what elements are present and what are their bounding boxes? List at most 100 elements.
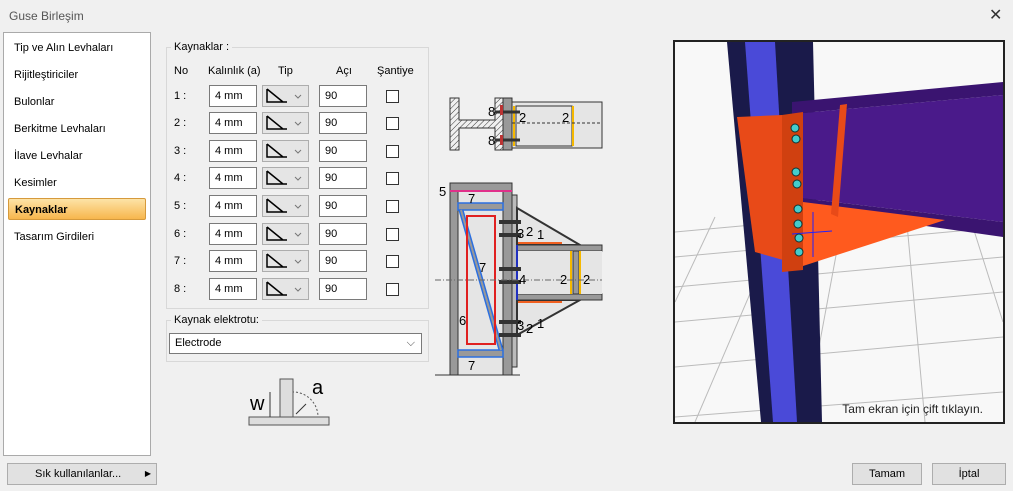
window-title: Guse Birleşim [9, 9, 84, 23]
sidebar-item-ilave[interactable]: İlave Levhalar [14, 150, 83, 162]
svg-text:1: 1 [537, 227, 544, 242]
weld-type-select[interactable] [262, 167, 309, 189]
weld-thickness-input[interactable]: 4 mm [209, 278, 257, 300]
weld-w-label: w [249, 393, 265, 415]
fillet-weld-icon [266, 281, 302, 296]
favorites-button[interactable]: Sık kullanılanlar... ▶ [7, 463, 157, 485]
sidebar-item-kaynaklar[interactable]: Kaynaklar [8, 198, 146, 220]
svg-text:2: 2 [526, 321, 533, 336]
weld-thickness-input[interactable]: 4 mm [209, 85, 257, 107]
svg-text:7: 7 [479, 260, 486, 275]
3d-view[interactable]: Tam ekran için çift tıklayın. [673, 40, 1005, 424]
header-type: Tip [278, 65, 293, 77]
connection-drawing: 8 8 2 2 5 7 7 6 7 3 2 1 4 2 2 3 2 1 [435, 97, 603, 376]
weld-thickness-input[interactable]: 4 mm [209, 195, 257, 217]
weld-row-no: 5 : [174, 200, 187, 212]
drawing-labels: 5 7 7 6 7 3 2 1 4 2 2 3 2 1 [439, 184, 590, 373]
svg-text:2: 2 [526, 224, 533, 239]
weld-type-select[interactable] [262, 112, 309, 134]
fillet-weld-icon [266, 143, 302, 158]
weld-site-checkbox[interactable] [386, 117, 399, 130]
weld-thickness-input[interactable]: 4 mm [209, 112, 257, 134]
weld-thickness-input[interactable]: 4 mm [209, 250, 257, 272]
svg-text:1: 1 [537, 316, 544, 331]
svg-text:4: 4 [519, 272, 526, 287]
weld-thickness-input[interactable]: 4 mm [209, 223, 257, 245]
svg-text:5: 5 [439, 184, 446, 199]
weld-site-checkbox[interactable] [386, 172, 399, 185]
header-angle: Açı [336, 65, 352, 77]
weld-site-checkbox[interactable] [386, 90, 399, 103]
electrode-value: Electrode [175, 337, 222, 349]
cancel-button[interactable]: İptal [932, 463, 1006, 485]
fillet-weld-icon [266, 170, 302, 185]
weld-site-checkbox[interactable] [386, 200, 399, 213]
svg-text:7: 7 [468, 191, 475, 206]
label: 2 [562, 110, 569, 125]
weld-site-checkbox[interactable] [386, 145, 399, 158]
electrode-select[interactable]: Electrode ⌵ [169, 333, 422, 354]
fillet-weld-icon [266, 226, 302, 241]
weld-row-no: 2 : [174, 117, 187, 129]
sidebar-item-tip[interactable]: Tip ve Alın Levhaları [14, 42, 114, 54]
weld-symbol-diagram: w a [248, 377, 330, 426]
chevron-right-icon: ▶ [144, 469, 151, 478]
svg-text:2: 2 [560, 272, 567, 287]
weld-angle-input[interactable]: 90 [319, 85, 367, 107]
weld-angle-input[interactable]: 90 [319, 112, 367, 134]
weld-type-select[interactable] [262, 140, 309, 162]
svg-text:6: 6 [459, 313, 466, 328]
label: 8 [488, 104, 495, 119]
welds-group-label: Kaynaklar : [171, 41, 233, 53]
sidebar: Tip ve Alın Levhaları Rijitleştiriciler … [3, 32, 151, 456]
fillet-weld-icon [266, 115, 302, 130]
weld-row-no: 1 : [174, 90, 187, 102]
weld-site-checkbox[interactable] [386, 228, 399, 241]
weld-thickness-input[interactable]: 4 mm [209, 167, 257, 189]
header-no: No [174, 65, 189, 77]
weld-type-select[interactable] [262, 278, 309, 300]
weld-row-no: 3 : [174, 145, 187, 157]
svg-text:3: 3 [517, 226, 524, 241]
ok-button[interactable]: Tamam [852, 463, 922, 485]
weld-row-no: 8 : [174, 283, 187, 295]
weld-type-select[interactable] [262, 195, 309, 217]
weld-row-no: 4 : [174, 172, 187, 184]
sidebar-item-bulonlar[interactable]: Bulonlar [14, 96, 55, 108]
weld-angle-input[interactable]: 90 [319, 167, 367, 189]
fullscreen-hint: Tam ekran için çift tıklayın. [842, 402, 983, 416]
sidebar-item-rijit[interactable]: Rijitleştiriciler [14, 69, 79, 81]
weld-site-checkbox[interactable] [386, 283, 399, 296]
weld-type-select[interactable] [262, 223, 309, 245]
svg-text:2: 2 [583, 272, 590, 287]
weld-angle-input[interactable]: 90 [319, 223, 367, 245]
weld-type-select[interactable] [262, 250, 309, 272]
fillet-weld-icon [266, 198, 302, 213]
weld-thickness-input[interactable]: 4 mm [209, 140, 257, 162]
header-thickness: Kalınlık (a) [208, 65, 261, 77]
weld-row-no: 6 : [174, 228, 187, 240]
sidebar-item-berkitme[interactable]: Berkitme Levhaları [14, 123, 106, 135]
weld-angle-input[interactable]: 90 [319, 278, 367, 300]
sidebar-item-kesimler[interactable]: Kesimler [14, 177, 57, 189]
weld-row-no: 7 : [174, 255, 187, 267]
fillet-weld-icon [266, 253, 302, 268]
weld-angle-input[interactable]: 90 [319, 140, 367, 162]
fillet-weld-icon [266, 88, 302, 103]
weld-angle-input[interactable]: 90 [319, 250, 367, 272]
label: 8 [488, 133, 495, 148]
svg-text:3: 3 [517, 318, 524, 333]
3d-model-render [675, 42, 1003, 422]
favorites-label: Sık kullanılanlar... [35, 468, 122, 480]
close-icon[interactable]: ✕ [989, 7, 1003, 24]
weld-a-label: a [312, 377, 324, 399]
electrode-group [166, 320, 429, 362]
weld-type-select[interactable] [262, 85, 309, 107]
weld-site-checkbox[interactable] [386, 255, 399, 268]
chevron-down-icon: ⌵ [406, 337, 415, 349]
weld-angle-input[interactable]: 90 [319, 195, 367, 217]
label: 2 [519, 110, 526, 125]
svg-text:7: 7 [468, 358, 475, 373]
sidebar-item-tasarim[interactable]: Tasarım Girdileri [14, 231, 95, 243]
header-site: Şantiye [377, 65, 414, 77]
